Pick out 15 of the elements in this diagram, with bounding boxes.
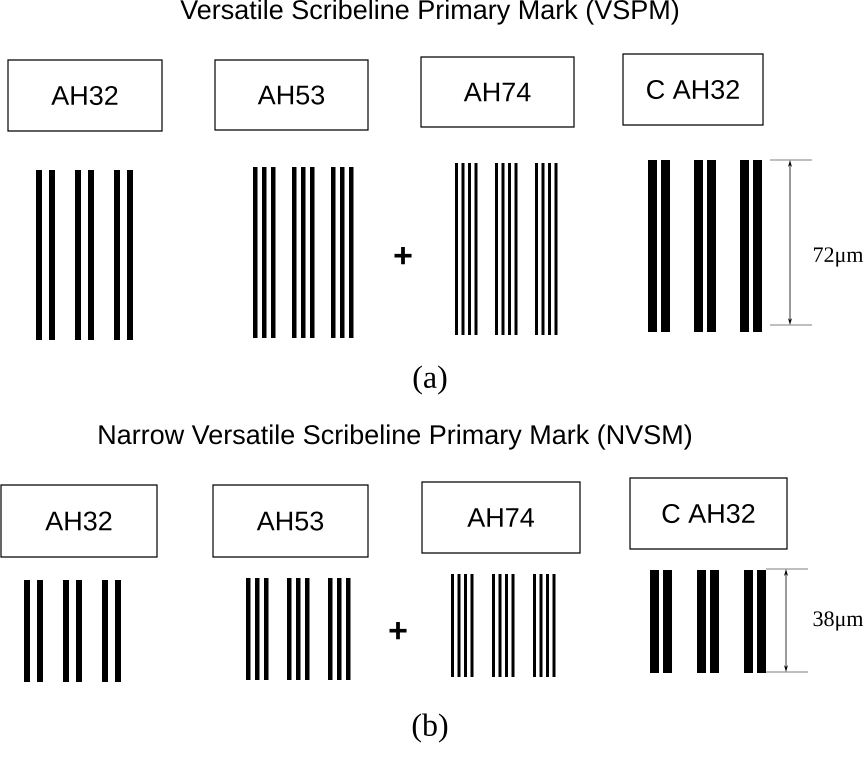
label-box: C AH32 xyxy=(622,53,764,126)
label-box: AH74 xyxy=(421,481,581,554)
label-box: AH32 xyxy=(0,484,158,558)
subfigure-label: (b) xyxy=(412,714,448,742)
label-box: AH74 xyxy=(420,56,575,128)
subfigure-label: (a) xyxy=(414,366,446,394)
label-box: AH53 xyxy=(212,484,369,558)
plus-sign: + xyxy=(394,247,412,264)
label-box: C AH32 xyxy=(629,477,788,550)
label-box: AH53 xyxy=(214,59,369,131)
dimension-label: 38μm xyxy=(814,611,864,631)
dimension-label: 72μm xyxy=(814,247,864,267)
plus-sign: + xyxy=(390,622,407,640)
label-box: AH32 xyxy=(7,59,163,132)
heading: Narrow Versatile Scribeline Primary Mark (NVSM) xyxy=(99,424,692,450)
